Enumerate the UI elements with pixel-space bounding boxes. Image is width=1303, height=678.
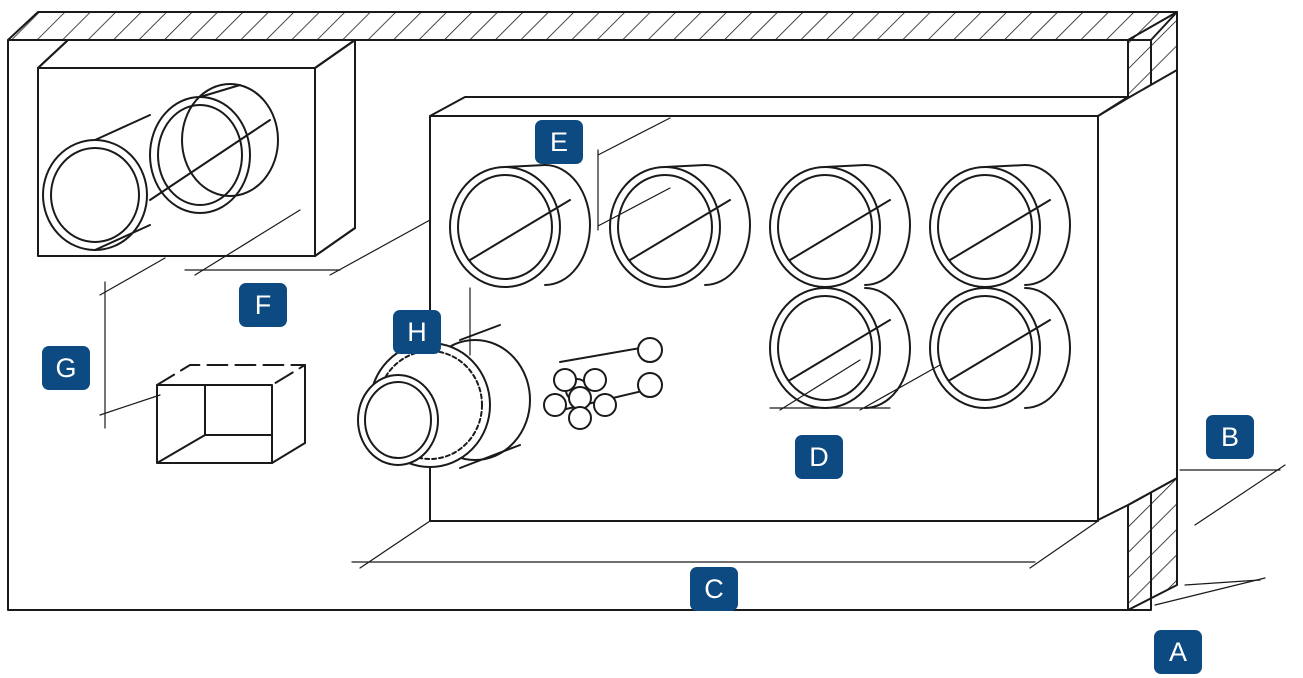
wall-right-concrete [1097, 69, 1178, 521]
double-pipe-group [42, 83, 279, 251]
dimension-label-b: B [1206, 415, 1254, 459]
wall-top-concrete [37, 39, 356, 69]
rectangular-duct [156, 364, 306, 464]
opening-top-left [37, 67, 316, 257]
dimension-label-g: G [42, 346, 90, 390]
pipe-row-bottom [769, 287, 1071, 409]
dimension-label-c: C [690, 567, 738, 611]
large-opening-top [429, 96, 1129, 117]
insulated-pipe [357, 324, 531, 469]
dimension-label-f: F [239, 283, 287, 327]
pipe-row-top [449, 164, 1071, 288]
dimension-label-d: D [795, 435, 843, 479]
wall-top-hatch [7, 11, 1178, 41]
cable-bundle [543, 337, 663, 430]
wall-front-face [7, 39, 1152, 611]
dimension-label-h: H [393, 310, 441, 354]
dimension-label-e: E [535, 120, 583, 164]
dimension-label-a: A [1154, 630, 1202, 674]
dimension-lines [99, 117, 1286, 606]
